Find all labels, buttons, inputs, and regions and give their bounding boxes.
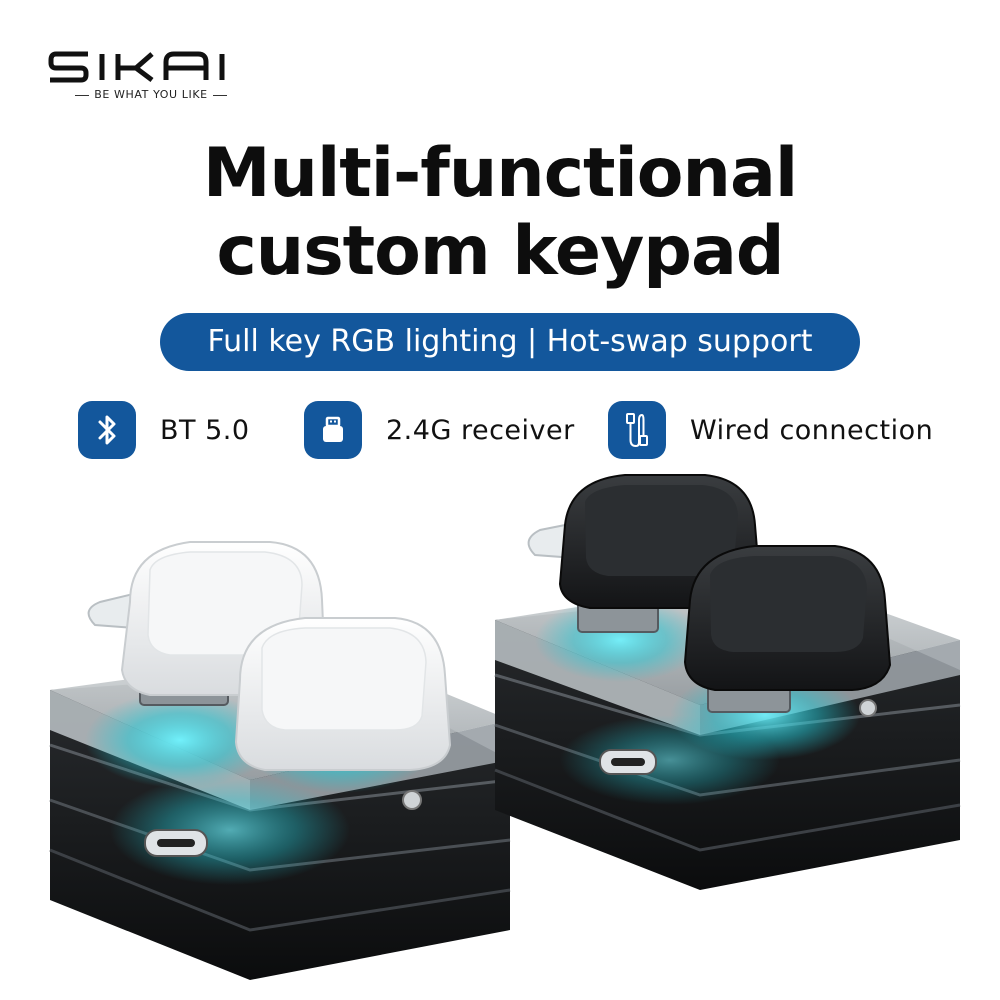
feature-receiver-label: 2.4G receiver (386, 414, 575, 446)
brand-logo: BE WHAT YOU LIKE (48, 50, 254, 102)
headline-line-2: custom keypad (216, 212, 784, 291)
tagline-text: BE WHAT YOU LIKE (94, 88, 208, 101)
headline-line-1: Multi-functional (202, 134, 798, 213)
brand-tagline: BE WHAT YOU LIKE (48, 88, 254, 101)
feature-wired: Wired connection (608, 400, 933, 460)
keypad-white-image (49, 541, 511, 980)
feature-banner: Full key RGB lighting | Hot-swap support (160, 313, 860, 371)
cable-icon (608, 401, 666, 459)
usb-receiver-icon (304, 401, 362, 459)
feature-bluetooth: BT 5.0 (78, 400, 250, 460)
feature-bluetooth-label: BT 5.0 (160, 414, 250, 446)
brand-logo-wordmark (48, 51, 225, 83)
feature-wired-label: Wired connection (690, 414, 934, 446)
feature-receiver: 2.4G receiver (304, 400, 575, 460)
keypad-black-image (494, 474, 961, 890)
bluetooth-icon (78, 401, 136, 459)
